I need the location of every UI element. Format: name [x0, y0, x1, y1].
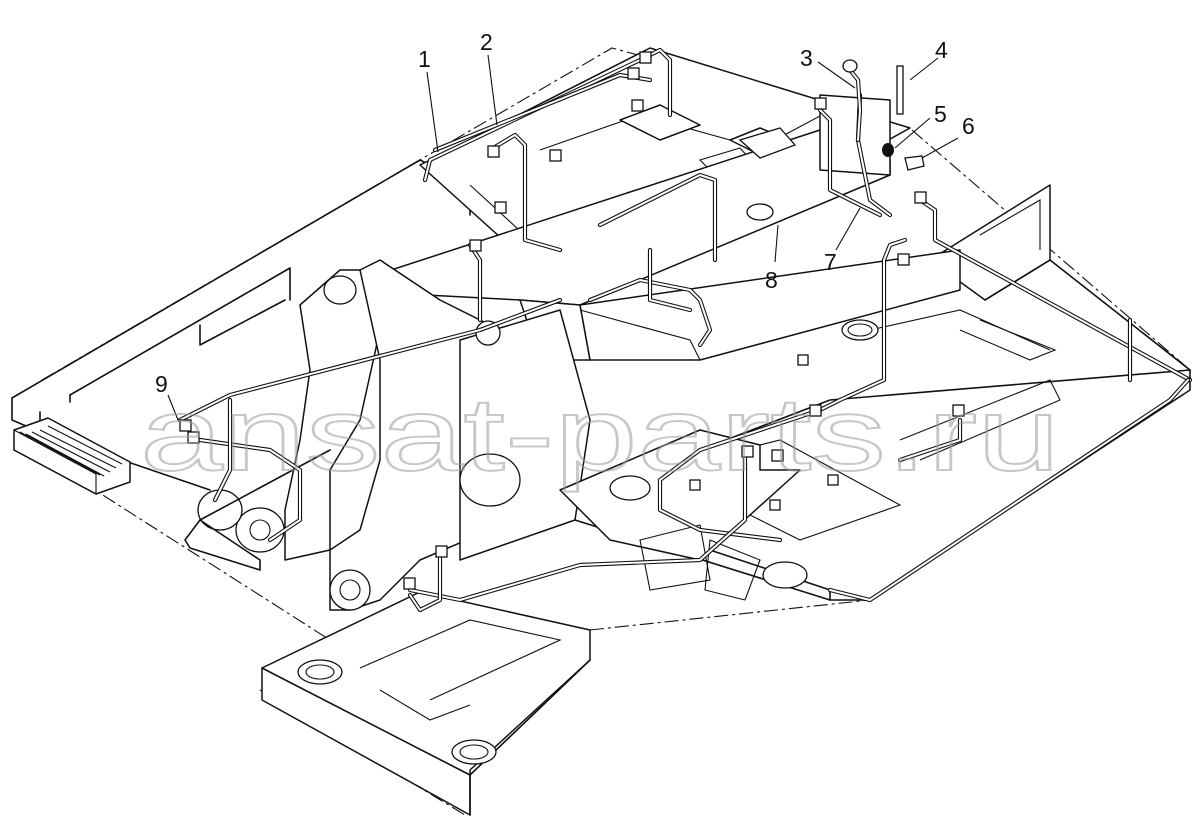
wire-harness [177, 47, 1193, 613]
callout-3: 3 [800, 45, 813, 71]
callout-labels: 1 2 3 4 5 6 7 8 9 [155, 29, 975, 397]
leader-lines [167, 54, 959, 421]
center-floor-plate [559, 429, 808, 601]
connectors [179, 51, 965, 590]
callout-2: 2 [480, 29, 493, 55]
center-beam [329, 94, 961, 361]
callout-6: 6 [962, 113, 975, 139]
boom-foot-plates [184, 259, 591, 611]
upper-frame-outline [11, 47, 1191, 816]
callout-4: 4 [935, 37, 948, 63]
callout-1: 1 [418, 46, 431, 72]
counterweight-slab [261, 591, 591, 816]
callout-9: 9 [155, 371, 168, 397]
callout-5: 5 [934, 101, 947, 127]
callout-8: 8 [765, 267, 778, 293]
callout-7: 7 [824, 249, 837, 275]
watermark-text: ansat-parts.ru [140, 377, 1060, 493]
